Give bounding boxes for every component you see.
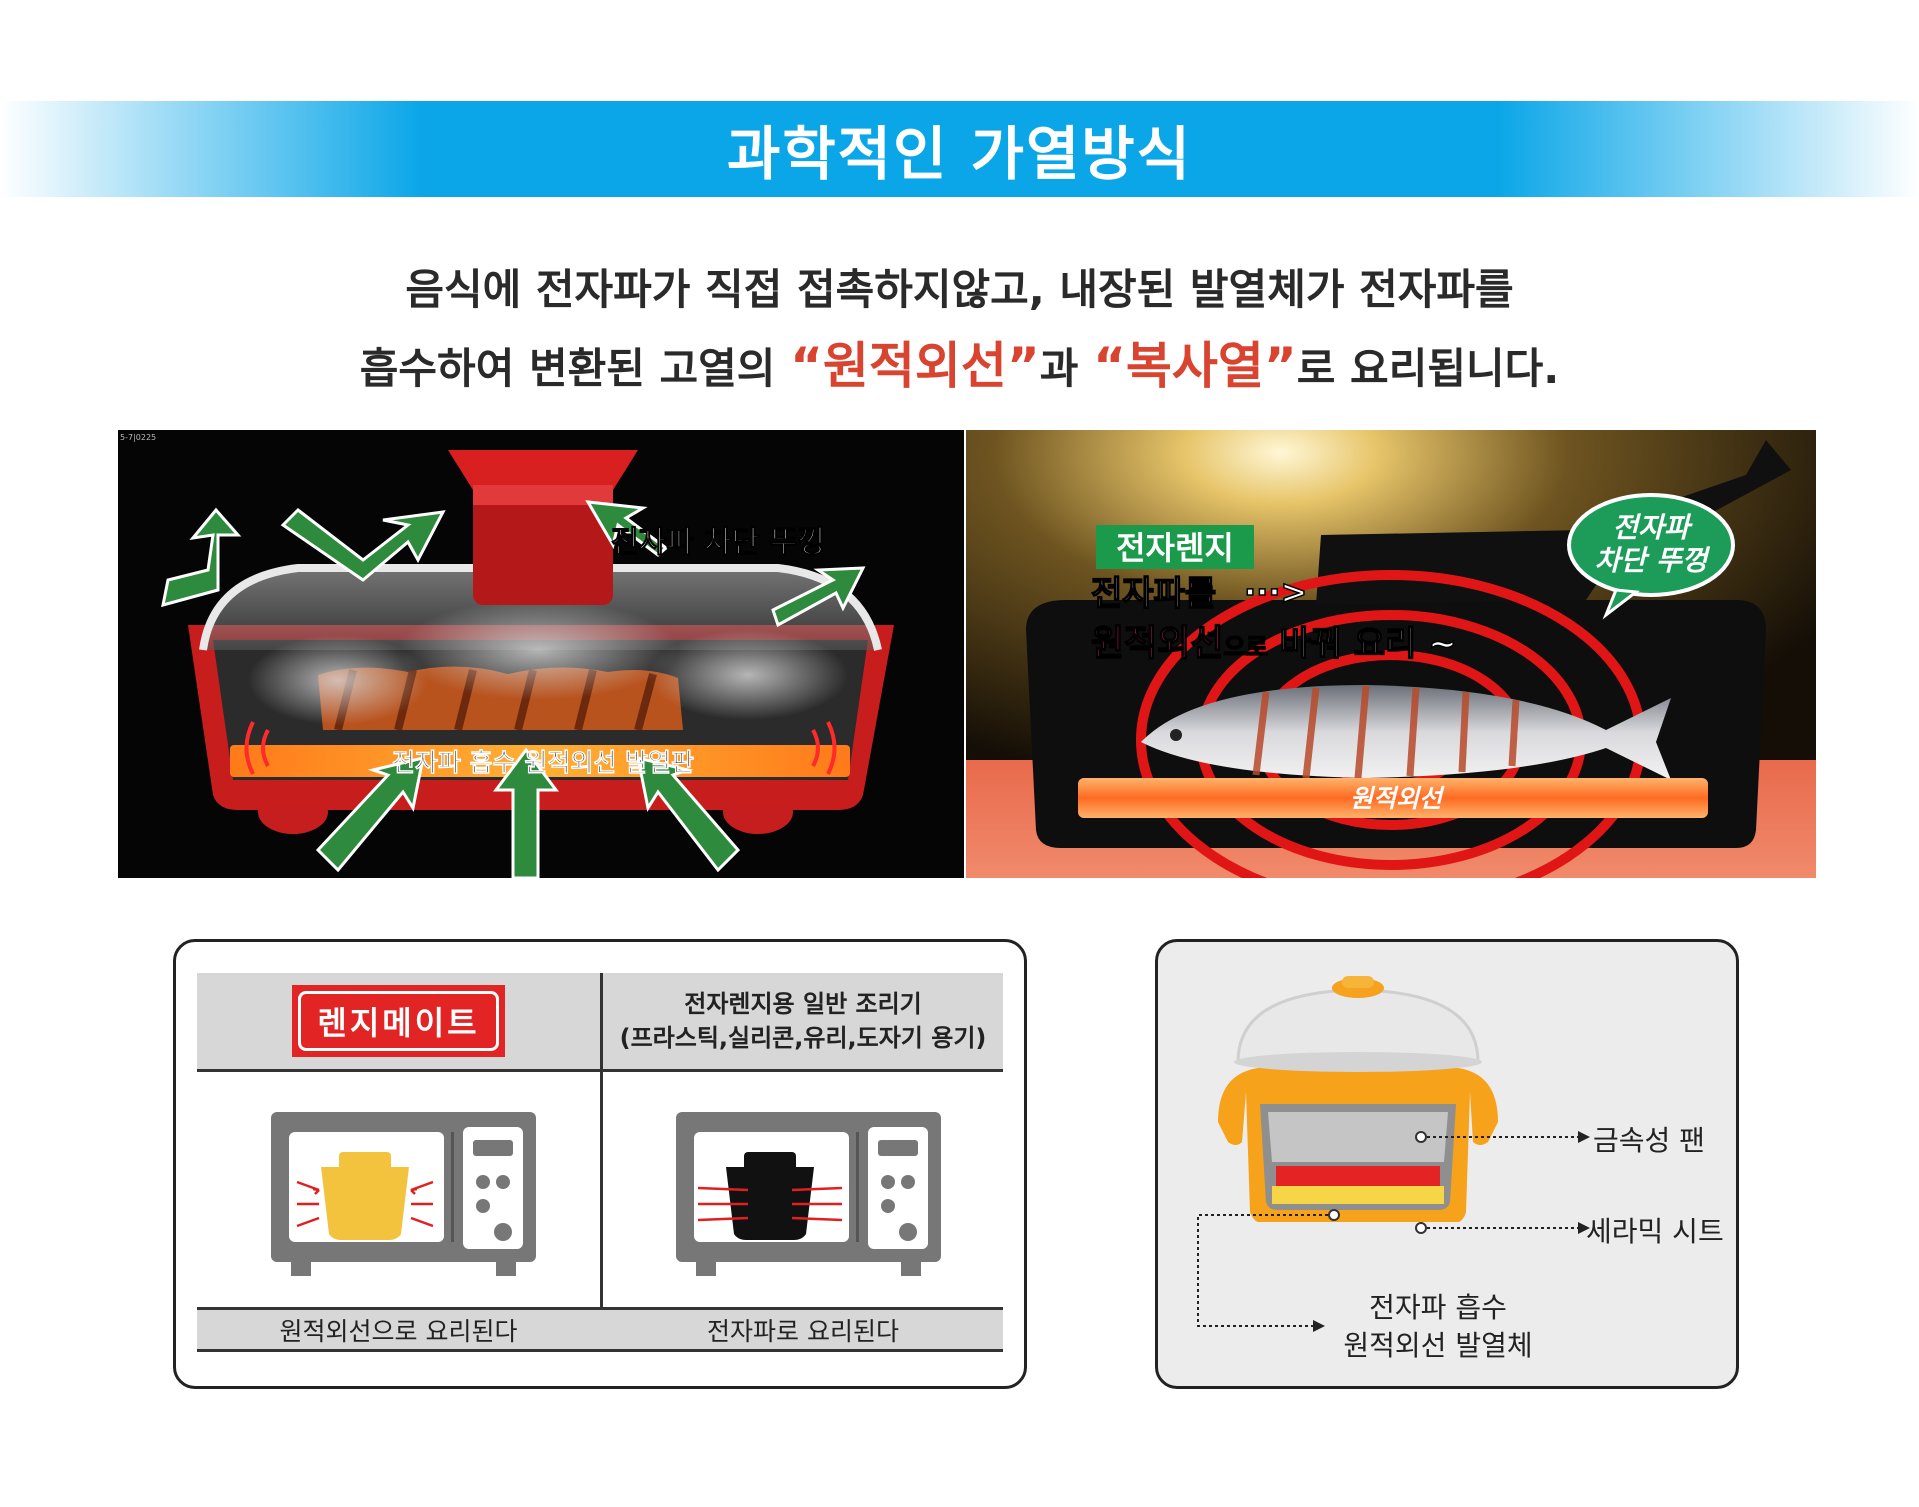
intro-line-1: 음식에 전자파가 직접 접촉하지않고, 내장된 발열체가 전자파를 bbox=[405, 265, 1514, 314]
brand-badge: 렌지메이트 bbox=[292, 985, 505, 1057]
brand-name: 렌지메이트 bbox=[298, 991, 499, 1051]
right-photo-tag: 전자렌지 bbox=[1116, 529, 1234, 567]
metal-pan-label: 금속성 팬 bbox=[1593, 1124, 1705, 1157]
right-photo-line2-small: 으로 bbox=[1223, 633, 1267, 661]
highlight-radiant-heat: “복사열” bbox=[1093, 337, 1297, 395]
heater-label-line1: 전자파 흡수 bbox=[1369, 1291, 1507, 1324]
other-cookware-line1: 전자렌지용 일반 조리기 bbox=[684, 990, 922, 1018]
intro-line-2-pre: 흡수하여 변환된 고열의 bbox=[359, 344, 791, 393]
callout-leader-lines bbox=[1197, 1131, 1590, 1332]
intro-line-2-post: 로 요리됩니다. bbox=[1296, 344, 1560, 393]
cooker-cross-section bbox=[1218, 976, 1498, 1222]
microwave-general-illustration bbox=[676, 1112, 941, 1276]
right-photo-fish: 원적외선 전자렌지 전자파를 ···> 원적외선으로 바꿔 요리 ~ 전자파 차… bbox=[966, 430, 1816, 878]
right-photo-arrow: ···> bbox=[1244, 573, 1307, 611]
other-cookware-cell: 전자렌지용 일반 조리기 (프라스틱,실리콘,유리,도자기 용기) bbox=[603, 973, 1003, 1069]
right-photo-line2: 원적외선으로 바꿔 요리 ~ bbox=[1091, 623, 1457, 664]
title-banner: 과학적인 가열방식 bbox=[0, 101, 1919, 197]
structure-panel: 금속성 팬 세라믹 시트 전자파 흡수 원적외선 발열체 bbox=[1155, 939, 1739, 1389]
heater-label-line2: 원적외선 발열체 bbox=[1343, 1329, 1533, 1362]
left-photo-cookware: 5-7|0225 bbox=[118, 430, 964, 878]
right-photo-line1: 전자파를 bbox=[1091, 574, 1216, 614]
right-photo-line2-highlight: 원적외선 bbox=[1091, 623, 1223, 664]
ceramic-sheet-label: 세라믹 시트 bbox=[1586, 1215, 1724, 1248]
other-cookware-line2: (프라스틱,실리콘,유리,도자기 용기) bbox=[619, 1024, 987, 1052]
bar-label: 원적외선 bbox=[1350, 784, 1445, 813]
microwave-rangemate-illustration bbox=[271, 1112, 536, 1276]
comparison-column-divider bbox=[600, 973, 603, 1349]
intro-line-2-mid: 과 bbox=[1039, 344, 1094, 393]
comparison-panel: 렌지메이트 전자렌지용 일반 조리기 (프라스틱,실리콘,유리,도자기 용기) bbox=[173, 939, 1027, 1389]
right-photo-line2-rest: 바꿔 요리 ~ bbox=[1268, 624, 1457, 664]
intro-line-2: 흡수하여 변환된 고열의 “원적외선”과 “복사열”로 요리됩니다. bbox=[0, 326, 1919, 398]
foot-left-label: 원적외선으로 요리된다 bbox=[279, 1317, 518, 1346]
bubble-line1: 전자파 bbox=[1612, 511, 1693, 544]
left-photo-corner-code: 5-7|0225 bbox=[120, 433, 156, 442]
comparison-footer-divider bbox=[197, 1307, 1003, 1310]
plate-label: 전자파 흡수 원적외선 발열판 bbox=[392, 748, 694, 777]
foot-right-label: 전자파로 요리된다 bbox=[707, 1317, 899, 1346]
banner-title: 과학적인 가열방식 bbox=[726, 120, 1193, 188]
lid-label: 전자파 차단 뚜껑 bbox=[611, 525, 825, 560]
highlight-far-infrared: “원적외선” bbox=[790, 337, 1040, 395]
brand-cell: 렌지메이트 bbox=[197, 973, 600, 1069]
comparison-bottom-line bbox=[197, 1349, 1003, 1352]
bubble-line2: 차단 뚜껑 bbox=[1595, 544, 1711, 577]
comparison-footer bbox=[197, 1310, 1003, 1352]
